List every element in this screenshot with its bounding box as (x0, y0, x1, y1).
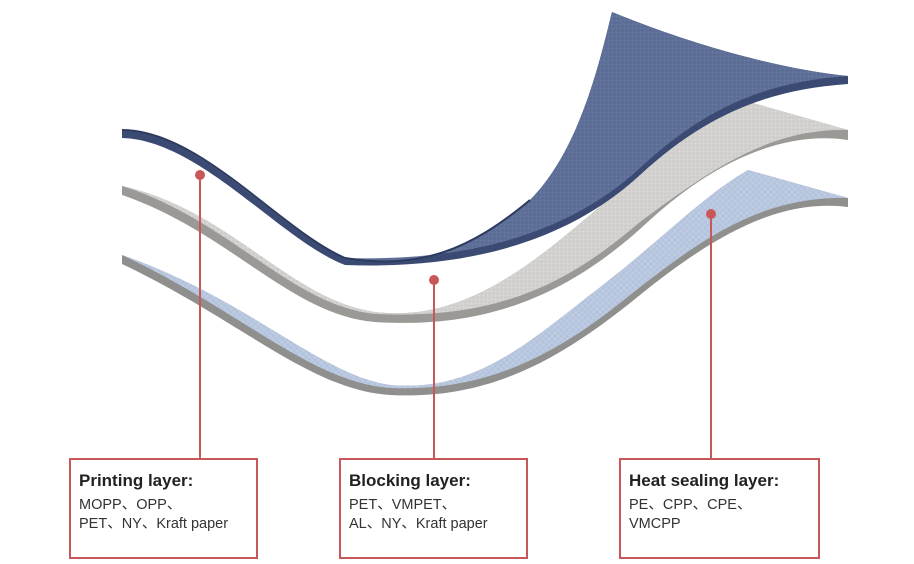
callout-blocking (429, 275, 439, 458)
printing-layer-materials-line2: PET、NY、Kraft paper (79, 516, 229, 532)
callout-dot-printing (195, 170, 205, 180)
printing-layer-title: Printing layer: (79, 471, 194, 490)
heat-sealing-sheet (122, 170, 848, 396)
callout-printing (195, 170, 205, 458)
printing-layer-materials-line1: MOPP、OPP、 (79, 497, 182, 513)
blocking-layer-materials-line1: PET、VMPET、 (349, 497, 457, 513)
heat-sealing-layer-title: Heat sealing layer: (629, 471, 780, 490)
heat-sealing-layer-materials-line1: PE、CPP、CPE、 (629, 497, 752, 513)
callout-heat (706, 209, 716, 458)
blocking-layer-title: Blocking layer: (349, 471, 471, 490)
heat-sealing-layer-materials-line2: VMCPP (629, 516, 681, 532)
blocking-layer-box: Blocking layer: PET、VMPET、 AL、NY、Kraft p… (339, 458, 528, 559)
blocking-layer-materials-line2: AL、NY、Kraft paper (349, 516, 488, 532)
printing-sheet (121, 12, 848, 266)
printing-layer-box: Printing layer: MOPP、OPP、 PET、NY、Kraft p… (69, 458, 258, 559)
heat-sealing-layer-box: Heat sealing layer: PE、CPP、CPE、 VMCPP (619, 458, 820, 559)
callout-dot-blocking (429, 275, 439, 285)
callout-dot-heat (706, 209, 716, 219)
